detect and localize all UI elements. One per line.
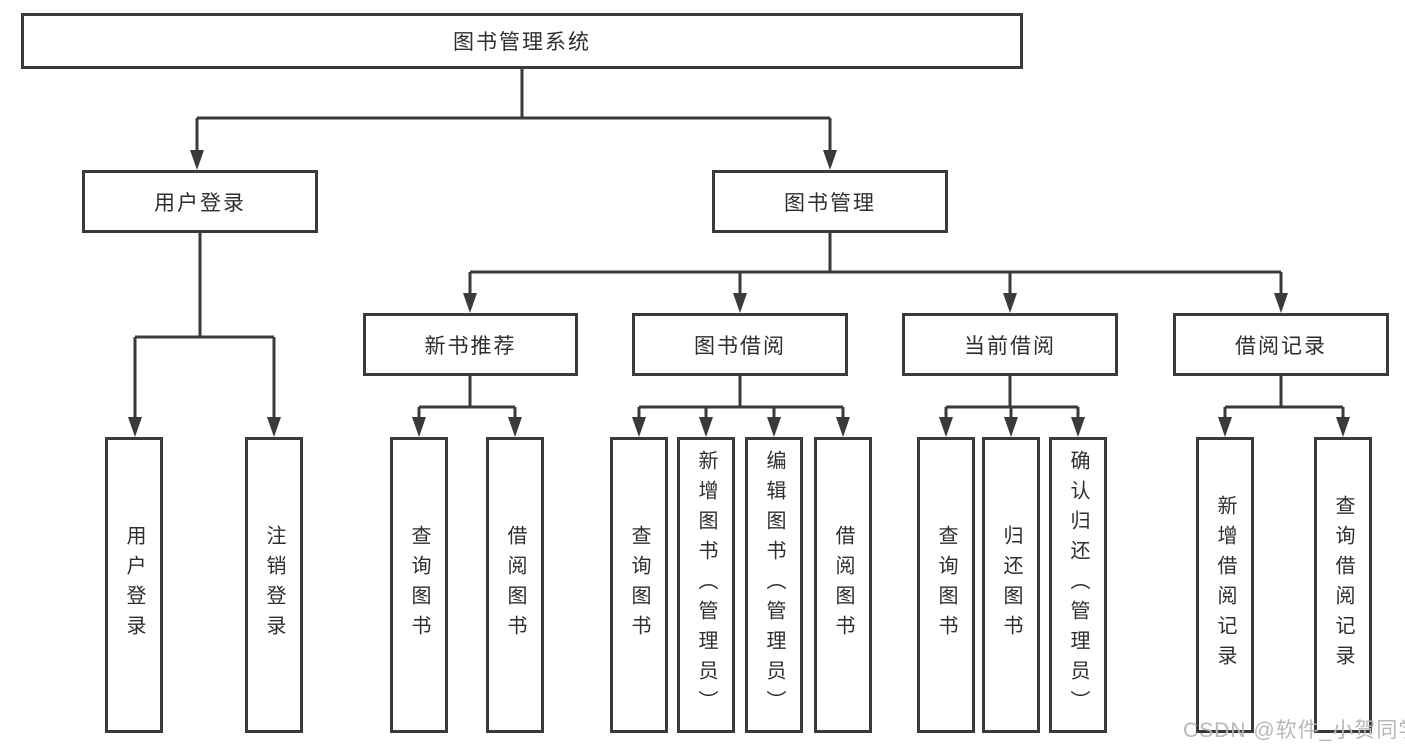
node-label: 新增借阅记录 [1214,495,1236,675]
node-label: 确认归还（管理员） [1067,450,1089,720]
leaf-add-borrow-record: 新增借阅记录 [1196,437,1254,733]
node-book-management: 图书管理 [712,170,948,233]
node-label: 新增图书（管理员） [695,450,717,720]
node-library-management-system: 图书管理系统 [21,13,1023,69]
node-label: 借阅图书 [504,525,526,645]
node-user-login: 用户登录 [82,170,318,233]
node-book-borrowing: 图书借阅 [632,313,848,376]
leaf-logout: 注销登录 [245,437,303,733]
node-label: 用户登录 [123,525,145,645]
node-label: 查询图书 [935,525,957,645]
node-label: 用户登录 [154,191,246,215]
node-label: 图书管理 [784,191,876,215]
leaf-query-books-current: 查询图书 [917,437,975,733]
leaf-borrow-books-borrowing: 借阅图书 [814,437,872,733]
node-label: 归还图书 [1000,525,1022,645]
leaf-confirm-return-admin: 确认归还（管理员） [1049,437,1107,733]
leaf-return-books: 归还图书 [982,437,1040,733]
node-current-borrowing: 当前借阅 [902,313,1118,376]
node-label: 编辑图书（管理员） [763,450,785,720]
node-label: 查询借阅记录 [1332,495,1354,675]
node-new-book-recommendation: 新书推荐 [363,313,578,376]
leaf-add-books-admin: 新增图书（管理员） [677,437,735,733]
node-label: 新书推荐 [424,334,517,358]
node-label: 图书借阅 [694,334,786,358]
node-label: 查询图书 [628,525,650,645]
node-label: 借阅图书 [832,525,854,645]
csdn-watermark: CSDN @软件_小贺同学 [1183,719,1405,742]
leaf-query-books-recommend: 查询图书 [390,437,448,733]
leaf-user-login: 用户登录 [105,437,163,733]
leaf-edit-books-admin: 编辑图书（管理员） [745,437,803,733]
node-borrowing-records: 借阅记录 [1173,313,1389,376]
leaf-query-borrow-record: 查询借阅记录 [1314,437,1372,733]
node-label: 查询图书 [408,525,430,645]
leaf-query-books-borrowing: 查询图书 [610,437,668,733]
node-label: 注销登录 [263,525,285,645]
node-label: 图书管理系统 [453,31,591,54]
node-label: 借阅记录 [1235,334,1327,358]
node-label: 当前借阅 [964,334,1056,358]
leaf-borrow-books-recommend: 借阅图书 [486,437,544,733]
